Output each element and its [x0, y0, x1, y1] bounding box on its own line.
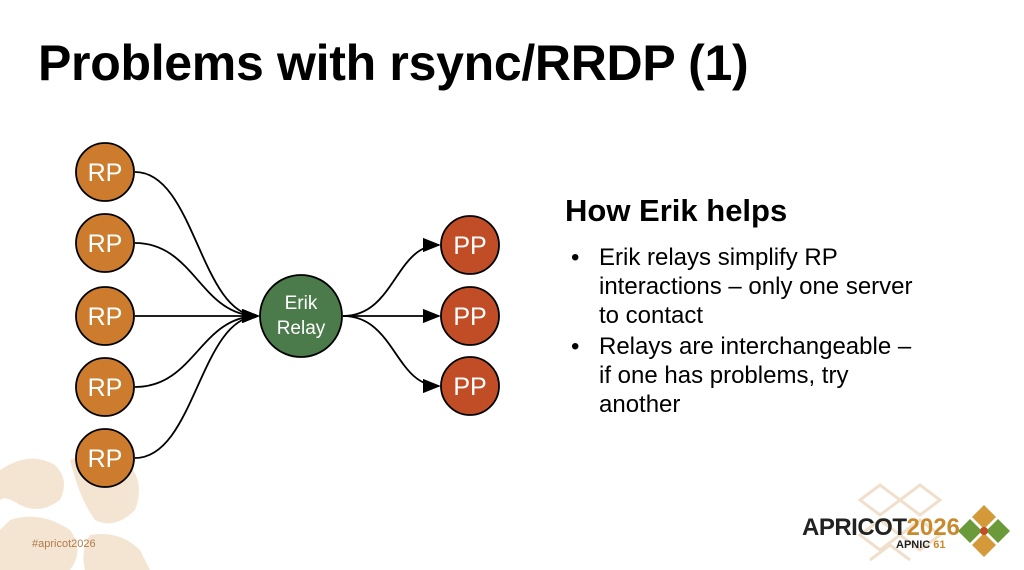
slide-title: Problems with rsync/RRDP (1)	[38, 35, 749, 91]
svg-text:Erik: Erik	[285, 293, 318, 314]
logo-year: 2026	[906, 514, 960, 541]
rp-node: RP	[75, 142, 135, 202]
svg-text:PP: PP	[453, 303, 486, 331]
connector-relay-pp3	[342, 315, 441, 394]
svg-text:RP: RP	[88, 230, 123, 258]
relay-diagram: RP RP RP RP RP Erik Relay PP PP PP	[75, 142, 500, 488]
svg-text:RP: RP	[88, 374, 123, 402]
bullet-line: Erik relays simplify RP	[599, 244, 838, 271]
bullet-item: • Relays are interchangeable – if one ha…	[565, 332, 965, 419]
bullet-dot-icon: •	[571, 333, 580, 360]
panel-heading: How Erik helps	[565, 193, 788, 228]
svg-text:RP: RP	[88, 445, 123, 473]
logo-sub-apnic: APNIC	[896, 539, 931, 551]
svg-text:PP: PP	[453, 373, 486, 401]
apricot-emblem-icon	[958, 505, 1010, 557]
svg-text:RP: RP	[88, 303, 123, 331]
connector-relay-pp1	[342, 237, 441, 317]
rp-node: RP	[75, 357, 135, 417]
bullet-line: interactions – only one server	[599, 273, 913, 300]
svg-text:Relay: Relay	[277, 318, 326, 339]
bullet-line: Relays are interchangeable –	[599, 333, 912, 360]
bullet-line: if one has problems, try	[599, 362, 849, 389]
connector-rp5-relay	[134, 308, 260, 459]
event-logo: APRICOT2026 APNIC 61	[802, 514, 960, 551]
bullet-dot-icon: •	[571, 244, 580, 271]
connector-rp1-relay	[134, 171, 260, 324]
how-erik-helps-panel: How Erik helps • Erik relays simplify RP…	[565, 193, 965, 421]
event-hashtag: #apricot2026	[32, 538, 96, 550]
logo-sub-number: 61	[933, 539, 946, 551]
rp-node: RP	[75, 428, 135, 488]
connector-rp4-relay	[134, 308, 260, 388]
bullet-line: to contact	[599, 302, 704, 329]
svg-text:RP: RP	[88, 159, 123, 187]
connector-rp2-relay	[134, 242, 260, 324]
bullet-line: another	[599, 391, 681, 418]
pp-node: PP	[440, 215, 500, 275]
logo-name: APRICOT	[802, 514, 907, 541]
pp-node: PP	[440, 286, 500, 346]
bullet-list: • Erik relays simplify RP interactions –…	[565, 243, 965, 419]
corner-pattern-right	[857, 483, 943, 562]
logo-subtitle: APNIC 61	[896, 539, 946, 551]
svg-text:PP: PP	[453, 232, 486, 260]
rp-node: RP	[75, 286, 135, 346]
erik-relay-node: Erik Relay	[259, 274, 343, 358]
rp-node: RP	[75, 213, 135, 273]
bullet-item: • Erik relays simplify RP interactions –…	[565, 243, 965, 330]
pp-node: PP	[440, 356, 500, 416]
